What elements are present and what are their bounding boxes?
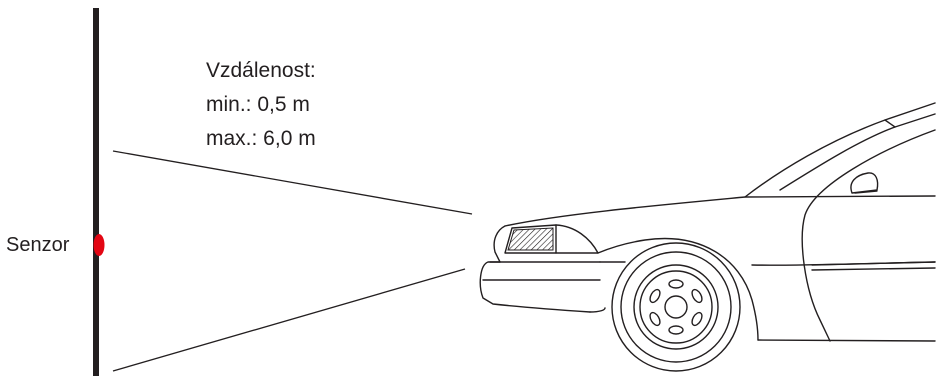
distance-title: Vzdálenost: bbox=[206, 57, 316, 85]
detection-beam-lower bbox=[113, 269, 465, 371]
distance-min: min.: 0,5 m bbox=[206, 91, 310, 119]
detection-beam-upper bbox=[113, 151, 472, 214]
sensor-label: Senzor bbox=[6, 231, 69, 259]
sensor-pole bbox=[93, 8, 99, 376]
front-wheel bbox=[612, 243, 740, 371]
distance-max: max.: 6,0 m bbox=[206, 125, 316, 153]
headlight-glass bbox=[508, 228, 553, 250]
sensor-dot bbox=[94, 234, 105, 256]
